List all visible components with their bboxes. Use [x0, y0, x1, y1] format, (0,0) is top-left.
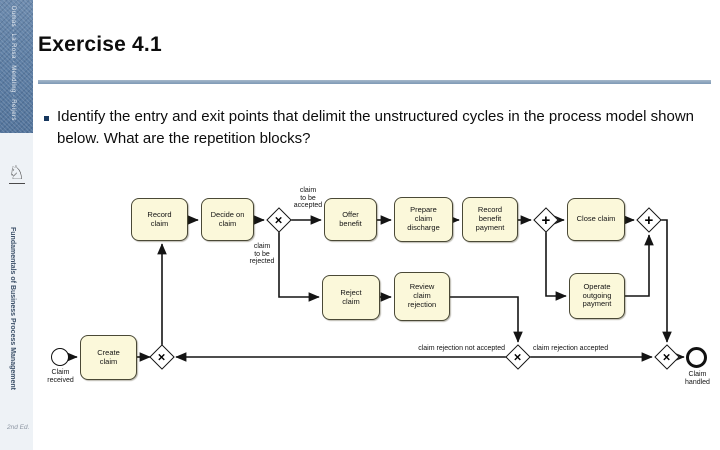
flow-xor2-reject: [278, 232, 320, 302]
label-claim-rejection-not-accepted: claim rejection not accepted: [418, 345, 505, 352]
task-reject-claim: Reject claim: [322, 275, 380, 320]
xor-gateway-end-merge: ×: [654, 344, 680, 370]
xor-icon: ×: [663, 349, 671, 365]
label-claim-rejection-accepted: claim rejection accepted: [533, 345, 609, 352]
xor-icon: ×: [158, 349, 166, 365]
spine-edition: 2nd Ed.: [7, 424, 30, 431]
task-prepare-claim-discharge: Prepare claim discharge: [394, 197, 453, 242]
xor-gateway-rejection-decision: ×: [505, 344, 531, 370]
bullet-marker: [44, 116, 49, 121]
flow-review-xor3: [450, 296, 523, 343]
spine-authors: Dumas · La Rosa · Mendling · Reijers: [10, 6, 16, 121]
and-gateway-join: +: [636, 207, 662, 233]
and-gateway-split: +: [533, 207, 559, 233]
label-claim-to-be-accepted: claim to be accepted: [293, 187, 323, 210]
book-spine-sidebar: Dumas · La Rosa · Mendling · Reijers ♘ F…: [0, 0, 33, 450]
logo-underline: [8, 183, 25, 184]
task-operate-outgoing-payment: Operate outgoing payment: [569, 273, 625, 319]
task-offer-benefit: Offer benefit: [324, 198, 377, 241]
end-event: [686, 347, 707, 368]
xor-icon: ×: [514, 349, 522, 365]
xor-icon: ×: [275, 212, 283, 228]
title-rule: [38, 80, 711, 84]
label-claim-to-be-rejected: claim to be rejected: [249, 243, 275, 266]
plus-icon: +: [644, 211, 654, 229]
task-review-claim-rejection: Review claim rejection: [394, 272, 450, 321]
flow-and1-operate: [545, 232, 567, 301]
plus-icon: +: [541, 211, 551, 229]
page-title: Exercise 4.1: [38, 33, 162, 56]
xor-gateway-decision: ×: [266, 207, 292, 233]
task-create-claim: Create claim: [80, 335, 137, 380]
flow-operate-and2: [625, 234, 654, 297]
spine-book-title: Fundamentals of Business Process Managem…: [9, 227, 16, 390]
task-record-benefit-payment: Record benefit payment: [462, 197, 518, 242]
spine-blue-band: [0, 0, 33, 133]
end-event-label: Claim handled: [685, 371, 710, 387]
task-decide-on-claim: Decide on claim: [201, 198, 254, 241]
task-close-claim: Close claim: [567, 198, 625, 241]
exercise-text: Identify the entry and exit points that …: [57, 108, 695, 147]
flow-and2-xor4: [661, 219, 672, 343]
start-event: [51, 348, 69, 366]
springer-knight-icon: ♘: [4, 163, 29, 184]
xor-gateway-loop-join: ×: [149, 344, 175, 370]
task-record-claim: Record claim: [131, 198, 188, 241]
start-event-label: Claim received: [47, 369, 74, 385]
knight-glyph: ♘: [7, 162, 26, 184]
